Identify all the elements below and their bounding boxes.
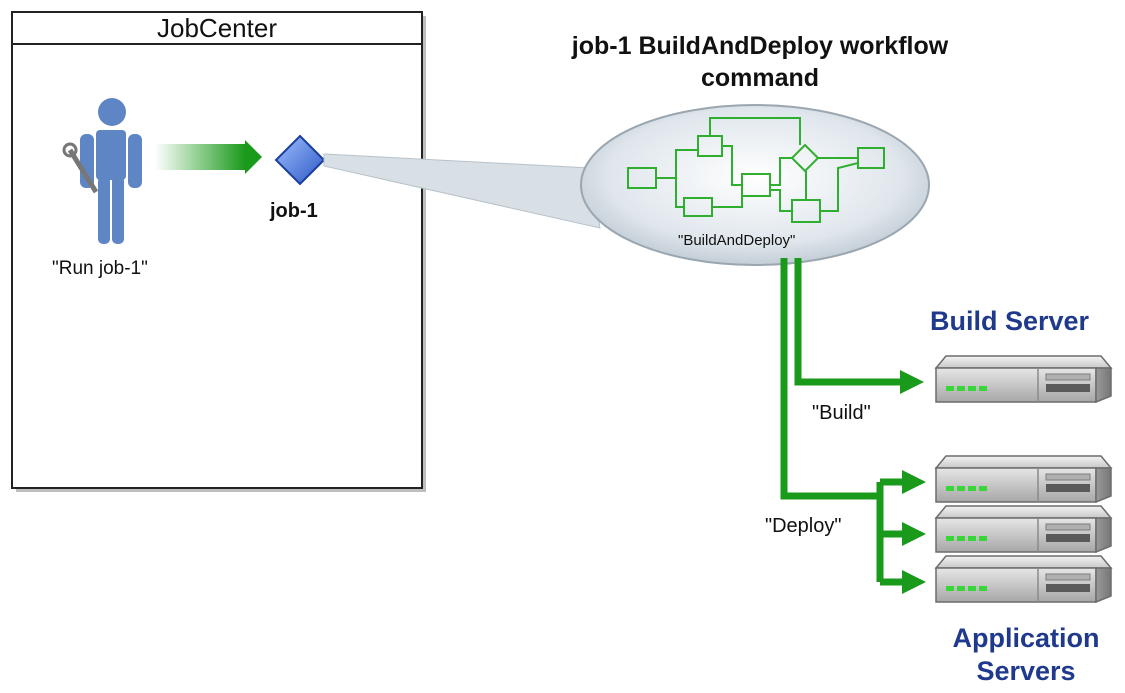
build-server-label: Build Server [930, 306, 1090, 336]
job-diamond-icon [274, 134, 326, 186]
deploy-arrow-head-3 [902, 570, 926, 594]
build-arrow-head [900, 370, 924, 394]
job-to-workflow-connector [323, 153, 601, 229]
workflow-caption: "BuildAndDeploy" [678, 232, 796, 249]
user-icon [80, 98, 142, 244]
jobcenter-panel [11, 11, 426, 492]
build-server-icon [935, 355, 1112, 403]
wrench-icon [62, 142, 99, 194]
deploy-arrow-head-2 [902, 522, 926, 546]
workflow-bubble [580, 104, 930, 266]
app-server-icon-2 [935, 505, 1112, 553]
user-caption: "Run job-1" [52, 258, 148, 279]
deploy-arrow-head-1 [902, 470, 926, 494]
app-server-icon-1 [935, 455, 1112, 503]
deploy-flow-label: "Deploy" [765, 515, 842, 537]
submit-arrow [155, 140, 262, 174]
app-servers-label: Application Servers [952, 623, 1100, 686]
workflow-title: job-1 BuildAndDeploy workflow command [571, 32, 949, 92]
mini-workflow-graph [627, 117, 885, 223]
app-server-icon-3 [935, 555, 1112, 603]
jobcenter-title: JobCenter [157, 13, 277, 43]
build-flow-line [794, 258, 900, 386]
deploy-flow-line [780, 258, 880, 500]
flow-lines [780, 258, 902, 586]
job-label: job-1 [270, 200, 318, 222]
jobcenter-box [11, 11, 423, 489]
build-flow-label: "Build" [812, 402, 871, 424]
